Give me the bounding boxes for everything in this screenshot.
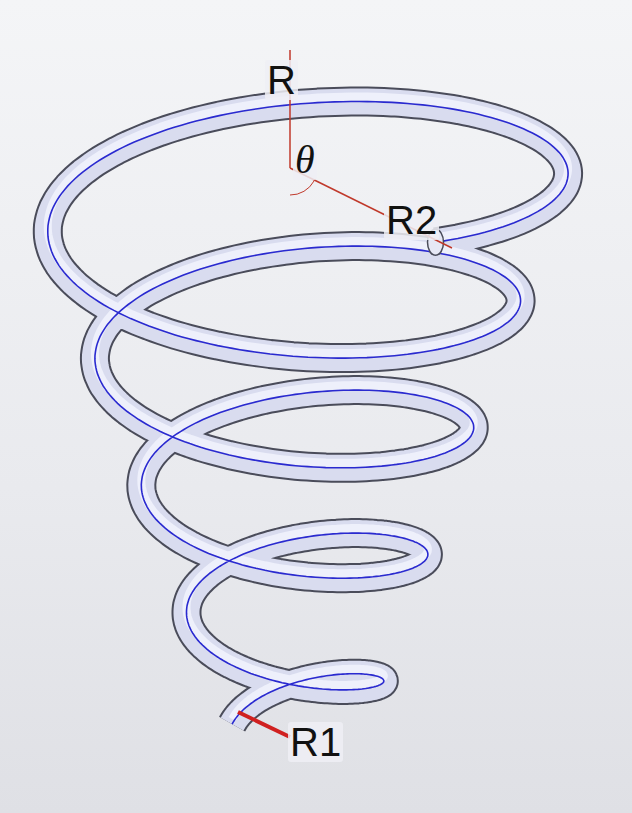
- angle-arc: [290, 181, 314, 195]
- radius-line-r2: [290, 168, 452, 248]
- tube-centerline: [48, 102, 568, 725]
- tube-body: [48, 102, 568, 725]
- angle-label: θ: [293, 140, 317, 180]
- dimension-label: R1: [288, 722, 343, 762]
- dimension-label: R: [265, 60, 298, 100]
- tube-outline: [48, 102, 568, 725]
- dimension-label: R2: [384, 200, 439, 240]
- tube-highlight: [48, 97, 568, 720]
- radius-line-r1: [238, 712, 290, 737]
